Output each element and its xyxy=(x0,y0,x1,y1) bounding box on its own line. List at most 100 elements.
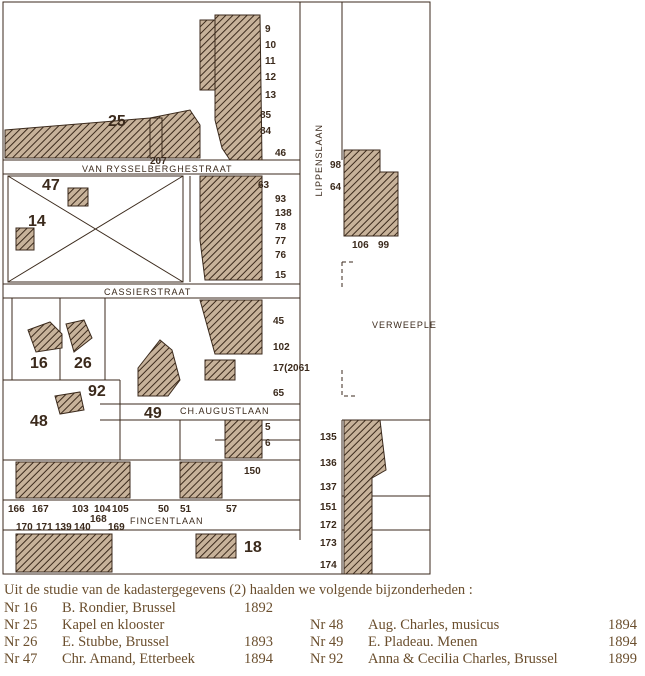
lot-93: 93 xyxy=(275,194,287,205)
lot-63: 63 xyxy=(258,180,270,191)
legend-entry-16: Nr 16 B. Rondier, Brussel 1892 xyxy=(4,600,273,617)
lot-150: 150 xyxy=(244,466,261,477)
lot-15: 15 xyxy=(275,270,287,281)
lot-170: 170 xyxy=(16,522,33,533)
lot-17-2061: 17(2061 xyxy=(273,363,310,374)
legend-name: Kapel en klooster xyxy=(62,617,165,633)
legend-intro: Uit de studie van de kadastergegevens (2… xyxy=(4,582,473,598)
parcel-14: 14 xyxy=(28,213,46,230)
legend-name: Chr. Amand, Etterbeek xyxy=(62,651,195,667)
lot-172: 172 xyxy=(320,520,337,531)
legend-year: 1893 xyxy=(244,634,273,650)
lot-98: 98 xyxy=(330,160,342,171)
legend-entry-26: Nr 26 E. Stubbe, Brussel 1893 xyxy=(4,634,273,651)
building-16 xyxy=(27,321,63,353)
lot-105: 105 xyxy=(112,504,129,515)
legend-name: E. Stubbe, Brussel xyxy=(62,634,170,650)
lot-11: 11 xyxy=(265,56,276,67)
parcel-25: 25 xyxy=(108,113,126,130)
building-east-mid xyxy=(199,175,263,281)
lot-103: 103 xyxy=(72,504,89,515)
legend-entry-49: Nr 49 E. Pladeau. Menen 1894 xyxy=(310,634,637,651)
lot-138: 138 xyxy=(275,208,292,219)
building-48 xyxy=(54,391,85,415)
cadastral-map: 9 10 11 12 13 85 84 46 207 63 93 138 78 … xyxy=(2,1,437,575)
lot-65: 65 xyxy=(273,388,285,399)
legend-name: E. Pladeau. Menen xyxy=(368,634,478,650)
building-east-top xyxy=(214,14,263,161)
legend-year: 1894 xyxy=(608,617,637,633)
parcel-16: 16 xyxy=(30,355,48,372)
lot-10: 10 xyxy=(265,40,277,51)
legend-nr: Nr 49 xyxy=(310,634,344,650)
lot-102: 102 xyxy=(273,342,290,353)
street-lippens: LIPPENSLAAN xyxy=(314,124,324,197)
street-fincent: FINCENTLAAN xyxy=(130,516,204,526)
lot-171: 171 xyxy=(36,522,53,533)
lot-207: 207 xyxy=(150,156,167,167)
lot-64: 64 xyxy=(330,182,342,193)
lot-136: 136 xyxy=(320,458,337,469)
lot-99: 99 xyxy=(378,240,390,251)
street-charles-august: CH.AUGUSTLAAN xyxy=(180,406,270,416)
lot-137: 137 xyxy=(320,482,337,493)
legend-name: Aug. Charles, musicus xyxy=(368,617,500,633)
legend-nr: Nr 47 xyxy=(4,651,38,667)
lot-45: 45 xyxy=(273,316,285,327)
building-18 xyxy=(195,533,237,559)
legend-year: 1894 xyxy=(244,651,273,667)
lot-151: 151 xyxy=(320,502,337,513)
building-14 xyxy=(15,227,35,251)
lot-174: 174 xyxy=(320,560,337,571)
lot-12: 12 xyxy=(265,72,277,83)
legend-entry-48: Nr 48 Aug. Charles, musicus 1894 xyxy=(310,617,637,634)
legend-name: B. Rondier, Brussel xyxy=(62,600,176,616)
legend-entry-47: Nr 47 Chr. Amand, Etterbeek 1894 xyxy=(4,651,273,668)
street-van-rysselberghe: VAN RYSSELBERGHESTRAAT xyxy=(82,164,233,174)
lot-169: 169 xyxy=(108,522,125,533)
building-26 xyxy=(65,319,93,353)
legend-nr: Nr 48 xyxy=(310,617,344,633)
lot-6: 6 xyxy=(265,438,271,449)
legend-name: Anna & Cecilia Charles, Brussel xyxy=(368,651,558,667)
lot-46: 46 xyxy=(275,148,287,159)
legend-nr: Nr 16 xyxy=(4,600,38,616)
lot-50: 50 xyxy=(158,504,170,515)
buildings-fincent-top xyxy=(15,461,131,499)
street-verweeple: VERWEEPLE xyxy=(372,320,437,330)
legend-nr: Nr 92 xyxy=(310,651,344,667)
legend: Uit de studie van de kadastergegevens (2… xyxy=(0,582,645,676)
lot-51: 51 xyxy=(180,504,192,515)
lot-135: 135 xyxy=(320,432,337,443)
lot-5: 5 xyxy=(265,422,271,433)
lot-166: 166 xyxy=(8,504,25,515)
parcel-92: 92 xyxy=(88,383,106,400)
building-25 xyxy=(4,109,201,159)
lot-104: 104 xyxy=(94,504,111,515)
building-right-98 xyxy=(343,149,399,237)
legend-nr: Nr 26 xyxy=(4,634,38,650)
parcel-26: 26 xyxy=(74,355,92,372)
parcel-48: 48 xyxy=(30,413,48,430)
lot-78: 78 xyxy=(275,222,287,233)
building-49 xyxy=(137,339,181,397)
lot-76: 76 xyxy=(275,250,287,261)
legend-year: 1894 xyxy=(608,634,637,650)
lot-85: 85 xyxy=(260,110,272,121)
buildings-right-bottom xyxy=(343,419,387,575)
legend-entry-25: Nr 25 Kapel en klooster xyxy=(4,617,244,634)
building-47 xyxy=(67,187,89,207)
lot-57: 57 xyxy=(226,504,238,515)
map-border xyxy=(2,1,431,575)
legend-nr: Nr 25 xyxy=(4,617,38,633)
lot-167: 167 xyxy=(32,504,49,515)
lot-13: 13 xyxy=(265,90,277,101)
lot-139: 139 xyxy=(55,522,72,533)
street-cassier: CASSIERSTRAAT xyxy=(104,287,191,297)
lot-106: 106 xyxy=(352,240,369,251)
lot-77: 77 xyxy=(275,236,287,247)
parcel-47: 47 xyxy=(42,177,60,194)
lot-9: 9 xyxy=(265,24,271,35)
legend-year: 1892 xyxy=(244,600,273,616)
